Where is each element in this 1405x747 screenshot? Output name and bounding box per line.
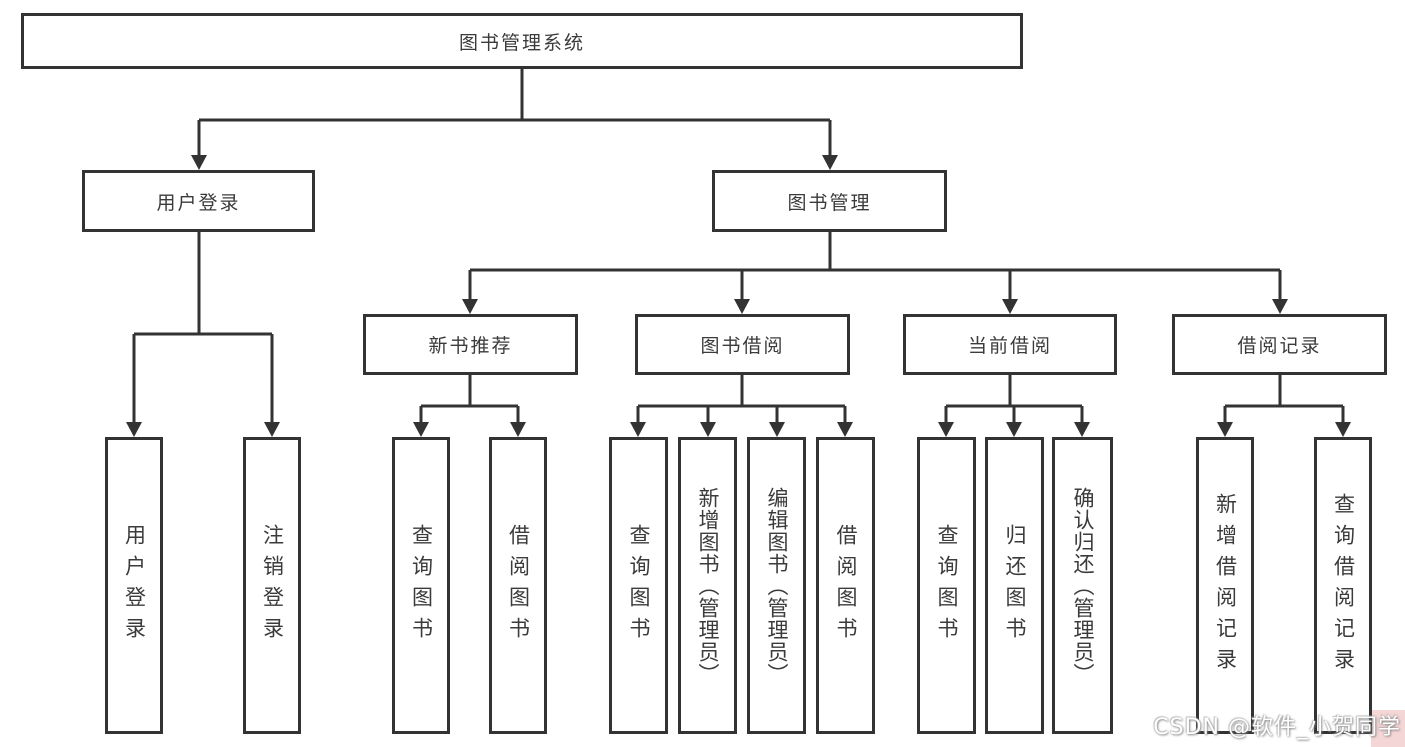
leaf-query-books-recommend: 查询图书 [392, 437, 450, 734]
leaf-add-borrow-record: 新增借阅记录 [1196, 437, 1254, 734]
node-label: 用户登录 [156, 191, 241, 214]
node-user-login: 用户登录 [82, 170, 315, 232]
leaf-borrow-books: 借阅图书 [816, 437, 875, 734]
leaf-user-login: 用户登录 [105, 437, 163, 734]
leaf-borrow-books-recommend: 借阅图书 [489, 437, 547, 734]
leaf-query-books-borrow: 查询图书 [609, 437, 668, 734]
leaf-return-books: 归还图书 [985, 437, 1044, 734]
node-book-management: 图书管理 [712, 170, 947, 232]
watermark-text: CSDN @软件_小贺同学 [1153, 715, 1401, 740]
node-label: 图书管理系统 [458, 31, 585, 54]
node-label: 图书管理 [787, 191, 872, 214]
node-label: 借阅记录 [1237, 335, 1322, 357]
node-book-borrow: 图书借阅 [635, 314, 850, 375]
node-current-borrow: 当前借阅 [903, 314, 1117, 375]
leaf-edit-books-admin: 编辑图书（管理员） [747, 437, 806, 734]
node-label: 图书借阅 [700, 335, 785, 357]
node-new-book-recommend: 新书推荐 [363, 314, 578, 375]
leaf-add-books-admin: 新增图书（管理员） [678, 437, 737, 734]
node-library-management-system: 图书管理系统 [21, 13, 1023, 69]
node-label: 当前借阅 [967, 335, 1052, 357]
node-borrow-records: 借阅记录 [1172, 314, 1387, 375]
leaf-confirm-return-admin: 确认归还（管理员） [1052, 437, 1113, 734]
node-label: 新书推荐 [428, 335, 513, 357]
leaf-query-books-current: 查询图书 [917, 437, 976, 734]
watermark-corner-tint [1371, 710, 1405, 747]
leaf-query-borrow-record: 查询借阅记录 [1314, 437, 1372, 734]
leaf-logout: 注销登录 [243, 437, 301, 734]
